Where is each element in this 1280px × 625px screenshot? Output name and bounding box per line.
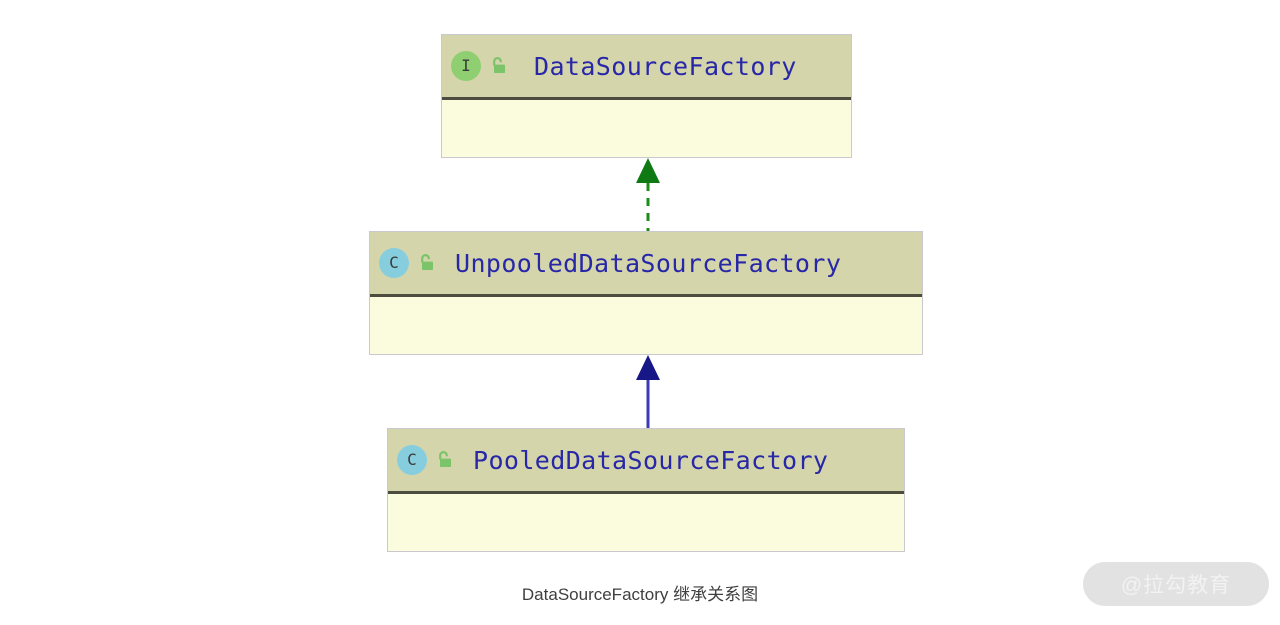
unlocked-padlock-icon [488, 55, 510, 77]
class-box-pooleddatasourcefactory[interactable]: C PooledDataSourceFactory [387, 428, 905, 552]
generalization-arrowhead-icon [636, 355, 660, 380]
class-header: C UnpooledDataSourceFactory [370, 232, 922, 297]
class-header: C PooledDataSourceFactory [388, 429, 904, 494]
interface-badge-icon: I [451, 51, 481, 81]
class-box-unpooleddatasourcefactory[interactable]: C UnpooledDataSourceFactory [369, 231, 923, 355]
realization-arrowhead-icon [636, 158, 660, 183]
class-header: I DataSourceFactory [442, 35, 851, 100]
unlocked-padlock-icon [434, 449, 456, 471]
edge-realization [636, 158, 660, 236]
class-name-label: DataSourceFactory [534, 51, 797, 81]
edge-generalization [636, 355, 660, 431]
class-members-compartment [442, 100, 851, 157]
class-box-datasourcefactory[interactable]: I DataSourceFactory [441, 34, 852, 158]
diagram-caption: DataSourceFactory 继承关系图 [521, 585, 759, 604]
watermark-badge: @拉勾教育 [1083, 562, 1269, 606]
class-members-compartment [370, 297, 922, 354]
class-members-compartment [388, 494, 904, 551]
unlocked-padlock-icon [416, 252, 438, 274]
class-name-label: PooledDataSourceFactory [473, 445, 829, 475]
class-badge-icon: C [379, 248, 409, 278]
class-name-label: UnpooledDataSourceFactory [455, 248, 842, 278]
class-badge-icon: C [397, 445, 427, 475]
